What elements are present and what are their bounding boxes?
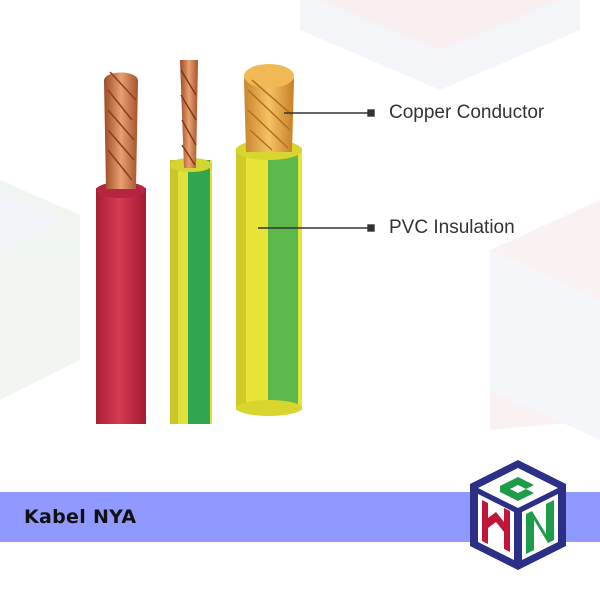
large-green-yellow-cable	[236, 64, 302, 416]
callout-leaders	[258, 109, 375, 232]
pvc-insulation-label: PVC Insulation	[389, 217, 515, 238]
copper-conductor-label: Copper Conductor	[389, 102, 545, 123]
green-yellow-cable	[170, 60, 212, 424]
watermark-cubes	[0, 0, 600, 430]
red-cable	[96, 71, 146, 424]
cube-logo-icon	[470, 460, 566, 570]
product-title: Kabel NYA	[24, 506, 137, 528]
